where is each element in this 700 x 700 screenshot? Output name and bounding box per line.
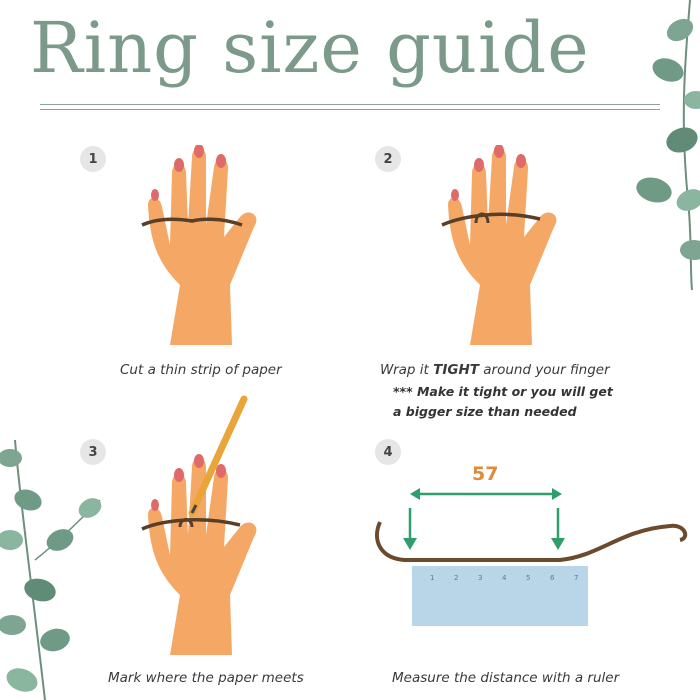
step-2-badge: 2 bbox=[375, 146, 401, 172]
title-underline-top bbox=[40, 104, 660, 105]
ruler-tick-label: 2 bbox=[454, 574, 459, 582]
step-2-caption-end: around your finger bbox=[478, 362, 610, 378]
step-3-caption: Mark where the paper meets bbox=[108, 670, 304, 686]
step-2-note-line-2: a bigger size than needed bbox=[393, 404, 577, 419]
ruler-measurement-illustration bbox=[375, 488, 688, 626]
eucalyptus-leaves-icon bbox=[0, 440, 102, 700]
ruler-tick-label: 6 bbox=[550, 574, 555, 582]
step-1-caption: Cut a thin strip of paper bbox=[120, 362, 282, 378]
step-2-caption-emphasis: TIGHT bbox=[433, 362, 479, 378]
measurement-value: 57 bbox=[472, 463, 499, 485]
step-3-badge: 3 bbox=[80, 439, 106, 465]
double-arrow-icon bbox=[410, 488, 562, 500]
ruler-ticks: 1 2 3 4 5 6 7 bbox=[412, 566, 588, 586]
step-2-caption: Wrap it TIGHT around your finger bbox=[380, 362, 610, 378]
hand-illustration bbox=[441, 145, 557, 345]
hand-illustration bbox=[141, 145, 257, 345]
ruler-tick-label: 4 bbox=[502, 574, 507, 582]
ruler-tick-label: 7 bbox=[574, 574, 579, 582]
arrow-down-icon bbox=[403, 508, 417, 550]
ruler-tick-label: 3 bbox=[478, 574, 483, 582]
title-underline-bottom bbox=[40, 109, 660, 110]
eucalyptus-leaves-icon bbox=[636, 0, 700, 290]
ruler-tick-label: 1 bbox=[430, 574, 435, 582]
step-4-badge: 4 bbox=[375, 439, 401, 465]
arrow-down-icon bbox=[551, 508, 565, 550]
step-1-badge: 1 bbox=[80, 146, 106, 172]
step-2-caption-start: Wrap it bbox=[380, 362, 434, 378]
hand-illustration bbox=[141, 395, 257, 655]
ruler-tick-label: 5 bbox=[526, 574, 531, 582]
step-2-note-line-1: *** Make it tight or you will get bbox=[393, 384, 613, 399]
page-title: Ring size guide bbox=[30, 7, 590, 89]
step-4-caption: Measure the distance with a ruler bbox=[392, 670, 620, 686]
pencil-icon bbox=[188, 395, 248, 517]
